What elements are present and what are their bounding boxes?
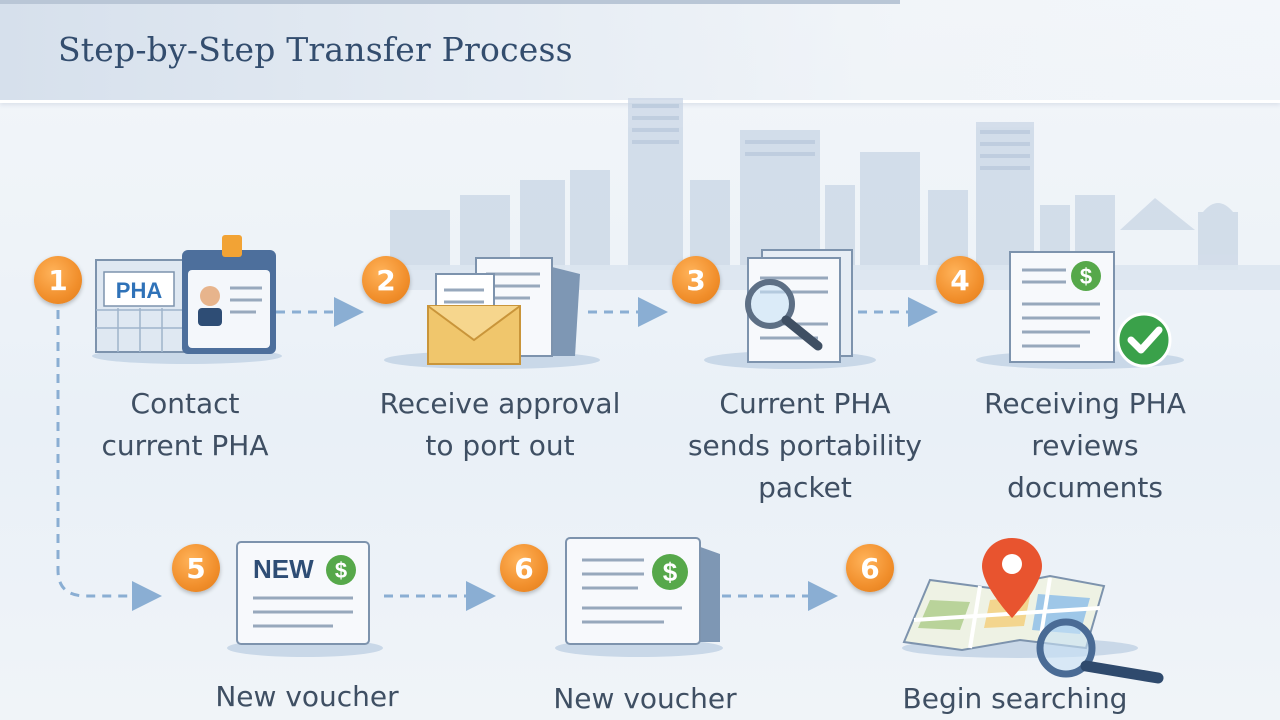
svg-text:$: $ xyxy=(663,557,678,587)
step-5-badge: 5 xyxy=(172,544,220,592)
documents-magnifier-icon xyxy=(704,249,876,369)
svg-text:$: $ xyxy=(1080,264,1092,289)
map-search-icon xyxy=(902,538,1164,684)
step-2-label: Receive approval to port out xyxy=(379,387,621,462)
pha-sign-text: PHA xyxy=(116,278,163,303)
voucher-document-icon: $ xyxy=(555,537,723,657)
new-voucher-text: NEW xyxy=(253,554,314,584)
step-6-label: New voucher xyxy=(553,682,737,715)
step-3-badge: 3 xyxy=(672,256,720,304)
step-4-badge: 4 xyxy=(936,256,984,304)
title-top-line xyxy=(0,0,900,4)
envelope-documents-icon xyxy=(384,257,600,369)
step-1-badge: 1 xyxy=(34,256,82,304)
step-5-label: New voucher xyxy=(215,680,399,713)
step-6b-label: Begin searching xyxy=(902,682,1128,715)
step-6-badge: 6 xyxy=(500,544,548,592)
step-4-label: Receiving PHA reviews documents xyxy=(984,387,1186,504)
pha-office-id-icon: PHA xyxy=(92,235,282,364)
approved-document-icon: $ xyxy=(976,251,1184,369)
title-band: Step-by-Step Transfer Process xyxy=(0,0,1280,103)
page-title: Step-by-Step Transfer Process xyxy=(58,30,573,69)
svg-text:$: $ xyxy=(335,558,347,583)
arrow-1-to-5 xyxy=(56,310,162,611)
step-2-badge: 2 xyxy=(362,256,410,304)
step-3-label: Current PHA sends portability packet xyxy=(687,387,923,504)
new-voucher-icon: NEW $ xyxy=(227,541,383,657)
step-6b-badge: 6 xyxy=(846,544,894,592)
step-1-label: Contact current PHA xyxy=(101,387,269,462)
